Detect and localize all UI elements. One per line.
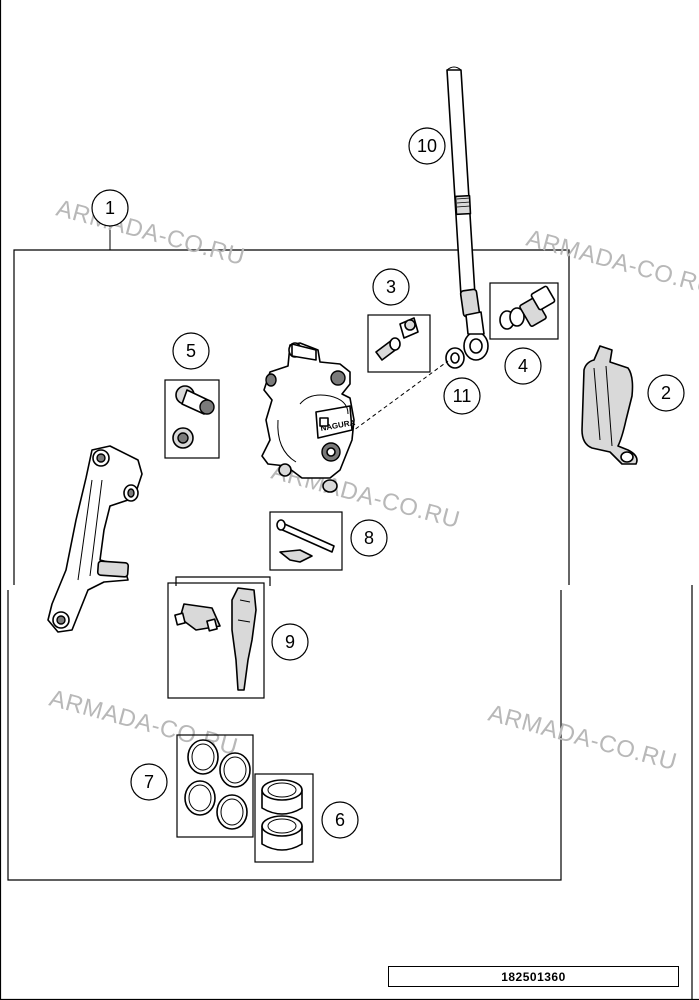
callout-label: 1 [105, 198, 115, 218]
watermark: ARMADA-CO.RU [523, 225, 699, 301]
callout-label: 6 [335, 810, 345, 830]
pad-pin-kit [269, 511, 343, 571]
callout-label: 9 [285, 632, 295, 652]
callout-1: 1 [91, 189, 129, 227]
diagram-reference-number: 182501360 [501, 969, 566, 984]
callout-label: 2 [661, 383, 671, 403]
callout-label: 4 [518, 356, 528, 376]
piston-kit [254, 773, 314, 863]
caliper-bracket [47, 445, 143, 633]
callout-label: 10 [417, 136, 437, 156]
watermark: ARMADA-CO.RU [485, 700, 679, 776]
callout-4: 4 [504, 347, 542, 385]
brake-hose [446, 66, 489, 361]
assembly-bracket [7, 226, 570, 881]
callout-8: 8 [350, 519, 388, 557]
slide-pin-kit [164, 379, 220, 459]
callout-label: 3 [386, 277, 396, 297]
callout-label: 8 [364, 528, 374, 548]
assembly-line [349, 360, 449, 434]
diagram-reference-box: 182501360 [388, 966, 679, 987]
brake-pad [581, 345, 638, 465]
watermark-layer: ARMADA-CO.RU ARMADA-CO.RU ARMADA-CO.RU A… [46, 195, 699, 776]
bleeder-kit [367, 314, 431, 373]
callout-7: 7 [130, 763, 168, 801]
watermark: ARMADA-CO.RU [53, 195, 247, 271]
crush-washer [445, 347, 465, 369]
callout-label: 11 [453, 386, 472, 406]
callout-10: 10 [408, 127, 446, 165]
callout-6: 6 [321, 801, 359, 839]
seal-ring-kit [176, 734, 254, 838]
callout-2: 2 [647, 374, 685, 412]
pad-spring-kit [167, 576, 271, 699]
brake-caliper: NAGURA [261, 342, 356, 493]
callout-3: 3 [372, 268, 410, 306]
callout-label: 7 [144, 772, 154, 792]
callout-5: 5 [172, 332, 210, 370]
banjo-bolt-kit [489, 282, 559, 340]
callout-9: 9 [271, 623, 309, 661]
callout-11: 11 [443, 377, 481, 415]
callout-label: 5 [186, 341, 196, 361]
